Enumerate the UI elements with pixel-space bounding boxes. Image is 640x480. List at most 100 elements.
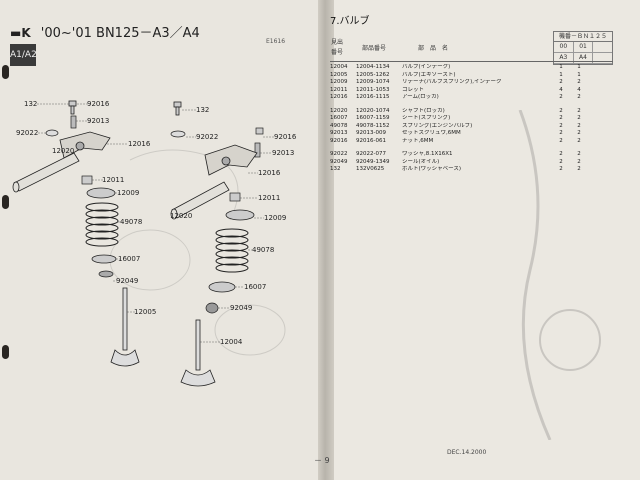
nut-right: [255, 127, 264, 135]
rocker-shaft-right: [170, 181, 230, 220]
part-number: 92016-061: [356, 137, 386, 144]
model-label: 機番－ＢＮ１２５: [554, 32, 612, 42]
part-name: アーム(ロッカ): [402, 94, 439, 100]
part-number: 12009-1074: [356, 79, 390, 85]
page-number: － 9: [314, 456, 330, 465]
qty-a3: 1: [559, 71, 563, 78]
qty-a4: 2: [577, 137, 581, 144]
part-name: シール(オイル): [402, 158, 440, 165]
qty-a3: 4: [559, 86, 563, 93]
part-ref: 12009: [330, 79, 348, 85]
qty-a4: 2: [577, 130, 581, 136]
part-name: ボルト(ワッシャベース): [402, 166, 462, 172]
part-row: 12016 12016-1115 アーム(ロッカ) 2 2: [330, 94, 620, 102]
qty-a3: 2: [559, 137, 563, 144]
qty-a4: 2: [577, 115, 581, 121]
qty-a3: 2: [559, 94, 563, 100]
oil-seal-left: [98, 270, 114, 278]
background-chain-ghost: [518, 110, 601, 440]
qty-a3: 2: [559, 158, 563, 165]
rocker-arm-right: [204, 144, 258, 176]
retainer-left: [86, 187, 116, 199]
part-number: 49078-1152: [356, 122, 390, 129]
variant-cell: A4: [574, 53, 594, 63]
part-name: バルブ(エキゾースト): [402, 71, 456, 78]
part-ref: 12016: [330, 94, 348, 100]
part-ref: 12020: [330, 107, 348, 114]
adjust-screw-right: [254, 142, 261, 158]
part-ref: 12011: [330, 86, 348, 93]
variant-cell: A3: [554, 53, 574, 63]
part-name: バルブ(インテーク): [402, 64, 451, 70]
callout-12009-right: 12009: [264, 214, 287, 222]
figure-reference: E1616: [266, 38, 286, 45]
callout-49078-right: 49078: [252, 246, 275, 254]
qty-a3: 2: [559, 122, 563, 129]
callout-92049: 92049: [116, 277, 139, 285]
callout-16007-right: 16007: [244, 283, 267, 291]
spring-seat-right: [208, 281, 236, 293]
callout-92013-right: 92013: [272, 149, 295, 157]
year-row: 00 01: [554, 42, 612, 53]
part-ref: 12004: [330, 64, 348, 70]
qty-a4: 1: [577, 64, 581, 70]
callout-132: 132: [24, 100, 38, 108]
qty-a4: 2: [577, 166, 581, 172]
valve-exhaust: [110, 287, 140, 367]
part-name: ナット,6MM: [402, 137, 434, 144]
valve-intake: [180, 319, 216, 387]
bolt-left: [68, 100, 77, 115]
section-title: 7.バルブ: [330, 16, 370, 27]
washer-left: [45, 129, 59, 137]
spring-right: [215, 228, 249, 273]
callout-92013: 92013: [87, 117, 110, 125]
qty-a4: 2: [577, 94, 581, 100]
print-date: DEC.14.2000: [447, 449, 487, 456]
part-ref: 12005: [330, 71, 348, 78]
part-number: 92049-1349: [356, 158, 390, 165]
part-name: シャフト(ロッカ): [402, 107, 445, 114]
washer-right: [170, 130, 186, 138]
qty-a4: 2: [577, 122, 581, 129]
callout-12011: 12011: [102, 176, 125, 184]
callout-12009: 12009: [117, 189, 140, 197]
qty-a3: 2: [559, 79, 563, 85]
callout-12004: 12004: [220, 338, 243, 346]
bolt-right: [173, 101, 182, 116]
part-number: 12016-1115: [356, 94, 390, 100]
qty-a4: 2: [577, 151, 581, 157]
qty-a3: 1: [559, 64, 563, 70]
callout-12011-right: 12011: [258, 194, 281, 202]
part-name: セットスクリュウ,6MM: [402, 130, 461, 136]
qty-a3: 2: [559, 166, 563, 172]
part-number: 16007-1159: [356, 115, 390, 121]
callout-12016-right: 12016: [258, 169, 281, 177]
collet-left: [81, 175, 93, 185]
right-page: [325, 0, 640, 480]
binder-hole: [2, 65, 9, 79]
adjust-screw-left: [70, 115, 77, 129]
variant-row: A3 A4: [554, 53, 612, 64]
callout-12016: 12016: [128, 140, 151, 148]
binding-gutter: [318, 0, 334, 480]
callout-92022: 92022: [16, 129, 39, 137]
part-number: 12011-1053: [356, 86, 390, 93]
callout-12020-right: 12020: [170, 212, 193, 220]
part-ref: 49078: [330, 122, 348, 129]
collet-right: [229, 192, 241, 202]
callout-16007: 16007: [118, 255, 141, 263]
part-name: ワッシャ,8.1X16X1: [402, 151, 453, 157]
binder-hole: [2, 345, 9, 359]
model-column-header: 機番－ＢＮ１２５ 00 01 A3 A4: [553, 31, 613, 65]
part-number-header: 部品番号: [362, 45, 387, 52]
